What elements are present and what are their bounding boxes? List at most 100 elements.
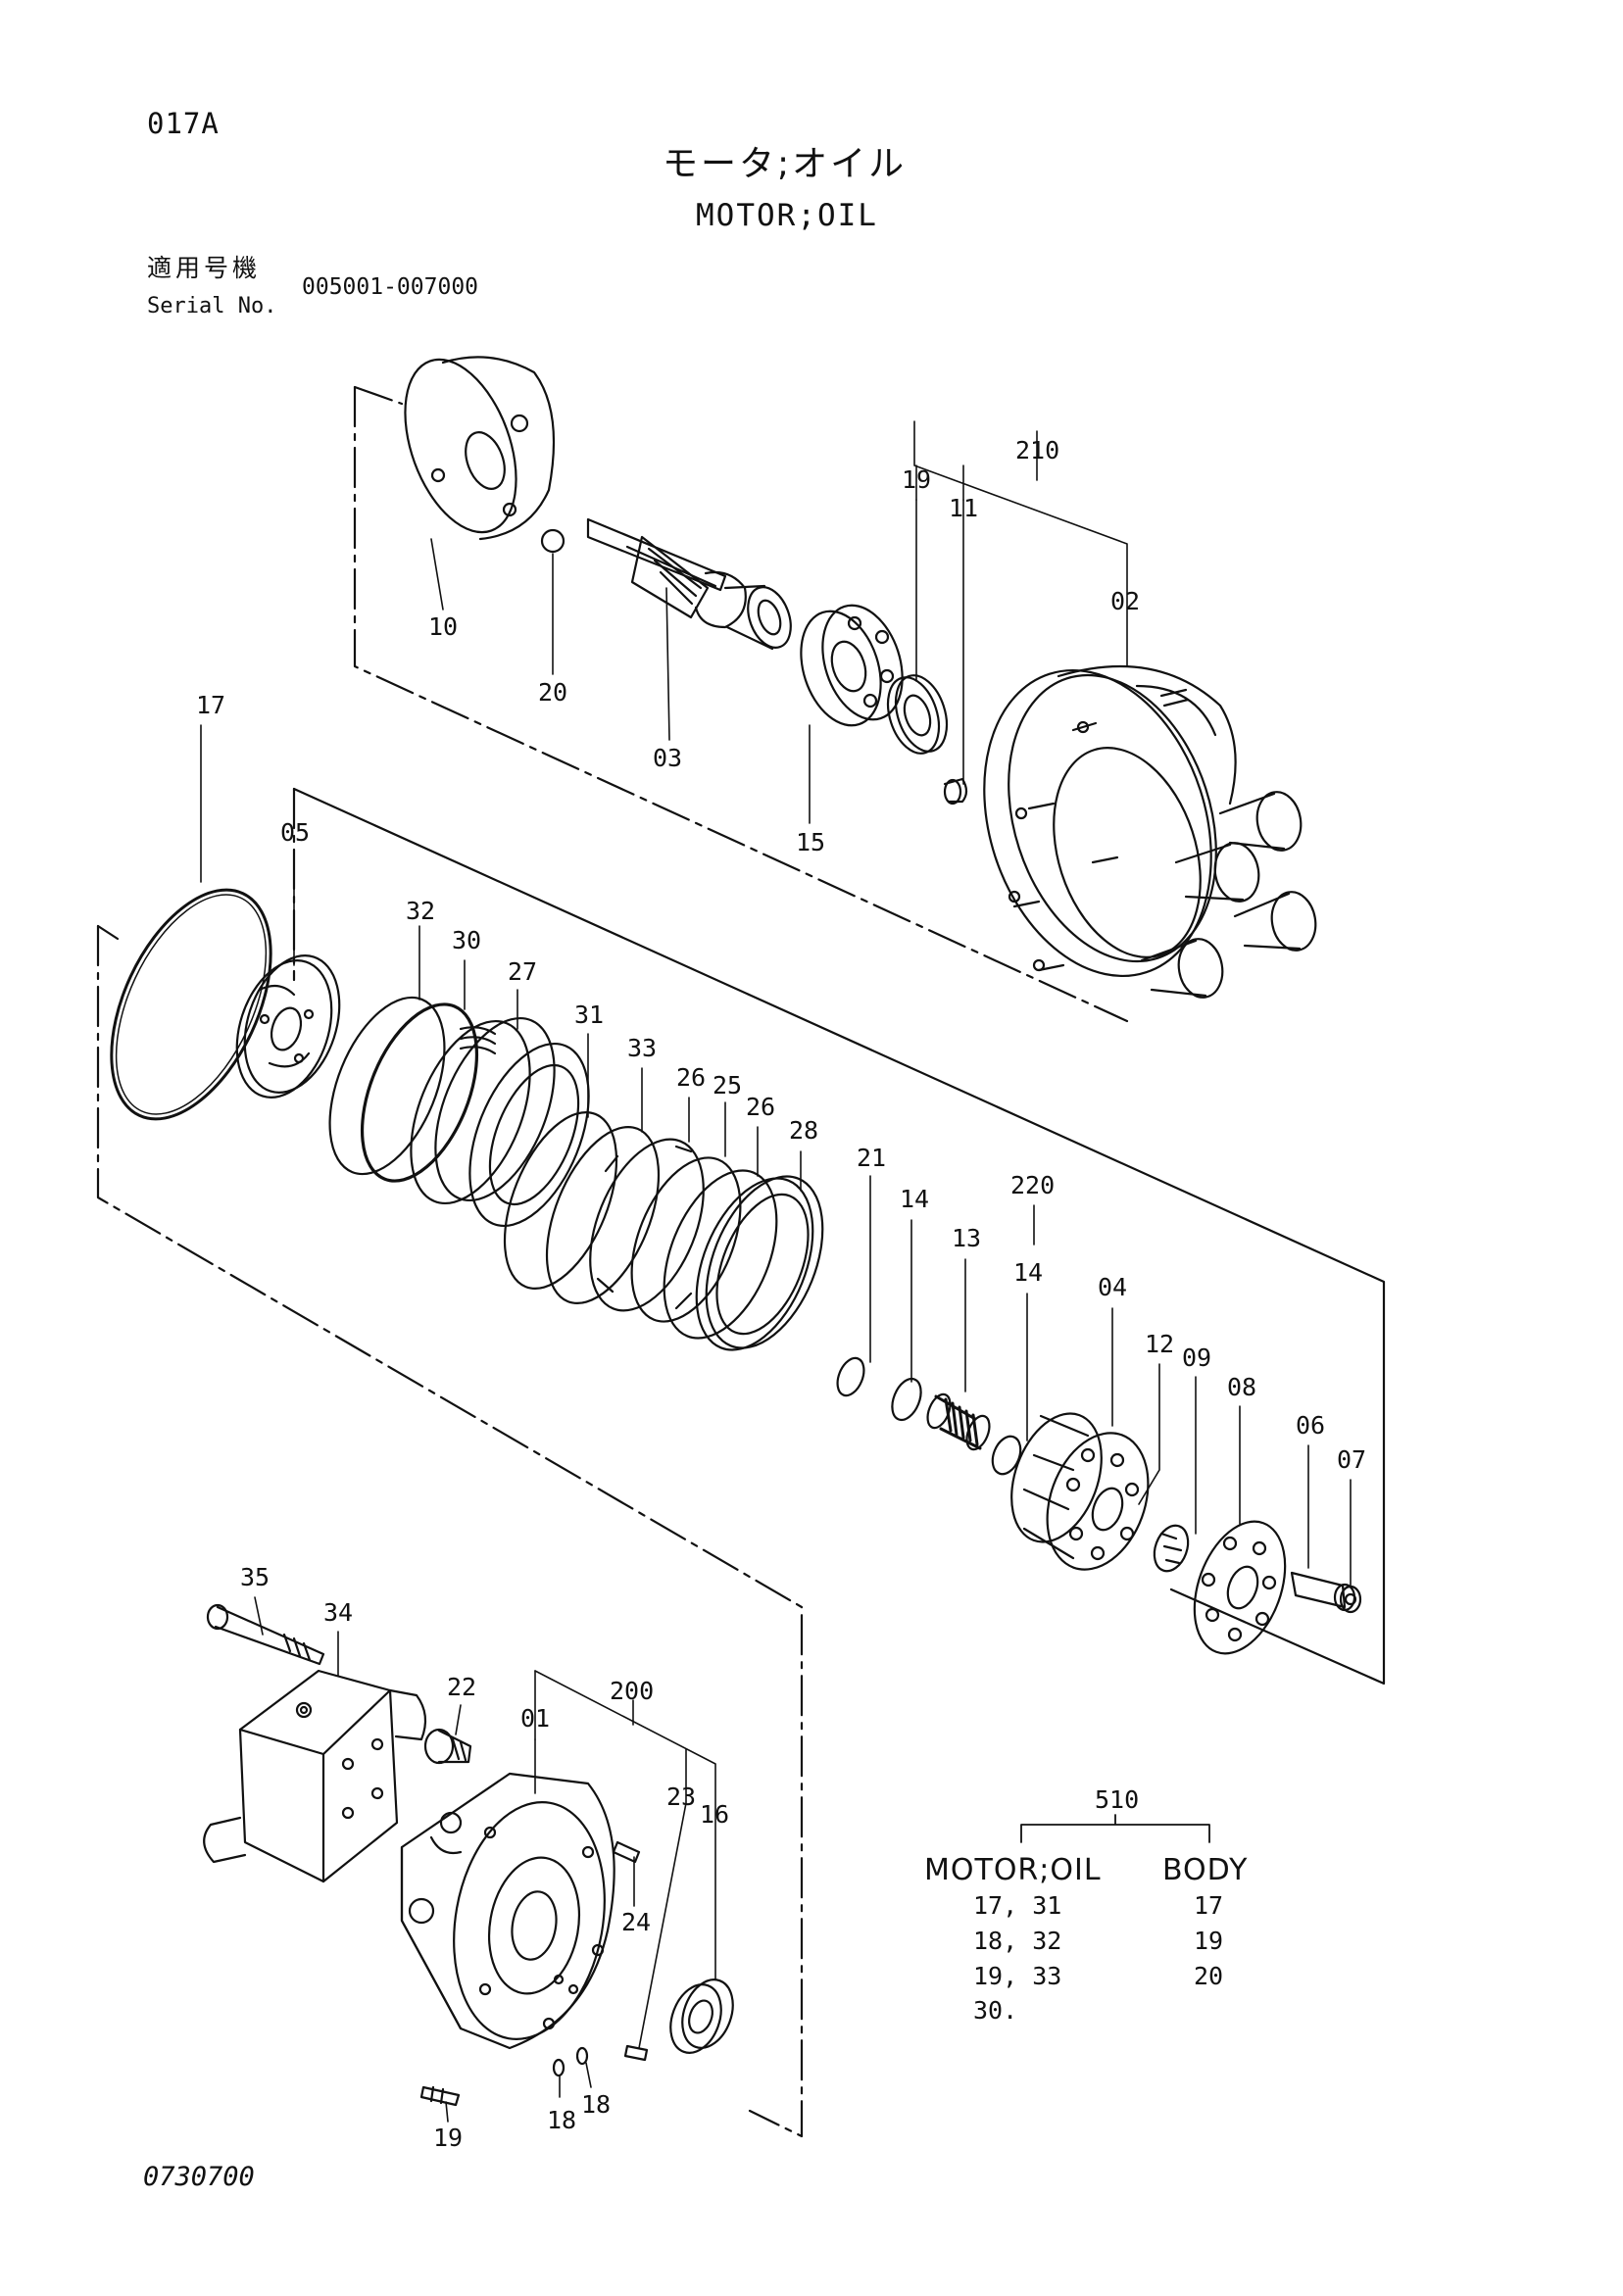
callout-18-b: 18: [581, 2090, 611, 2119]
callout-31: 31: [574, 1001, 604, 1029]
part-35-bolt: [206, 1603, 325, 1666]
callout-220: 220: [1010, 1171, 1055, 1199]
callout-30: 30: [452, 926, 481, 954]
callout-24: 24: [621, 1908, 651, 1936]
leader-lines: [200, 420, 1352, 2123]
callout-11: 11: [949, 494, 978, 522]
part-33-ring: [545, 1126, 661, 1304]
callout-26-b: 26: [746, 1093, 775, 1121]
part-22-bolt: [423, 1728, 472, 1765]
part-14-washer-b: [991, 1435, 1022, 1476]
part-26-plate-a: [589, 1138, 705, 1312]
part-31-ring: [503, 1111, 618, 1290]
callout-20: 20: [538, 678, 567, 707]
callout-210: 210: [1015, 436, 1059, 464]
part-26-plate-b: [663, 1169, 778, 1340]
part-15-bearing: [800, 604, 904, 727]
callout-26-a: 26: [676, 1063, 706, 1092]
callout-25: 25: [713, 1071, 742, 1099]
title-english: MOTOR;OIL: [696, 198, 878, 233]
callout-18-a: 18: [547, 2106, 576, 2134]
callout-14-a: 14: [900, 1185, 929, 1213]
callout-04: 04: [1098, 1273, 1127, 1301]
part-08-shoe-plate: [1193, 1520, 1287, 1655]
callout-02: 02: [1110, 587, 1140, 615]
callout-21: 21: [857, 1144, 886, 1172]
kit-col2-header: BODY: [1162, 1853, 1248, 1887]
callout-28: 28: [789, 1116, 818, 1145]
callout-10: 10: [428, 612, 458, 641]
kit-row-2-col2: 19: [1194, 1927, 1223, 1955]
assembly-boundary-lower: [96, 924, 804, 2138]
kit-row-4-col1: 30.: [973, 1996, 1017, 2025]
part-17-o-ring: [110, 888, 272, 1121]
kit-row-2-col1: 18, 32: [973, 1927, 1061, 1955]
part-16-bearing: [669, 1978, 734, 2054]
kit-row-3-col1: 19, 33: [973, 1962, 1061, 1990]
part-18-o-ring-b: [575, 2046, 589, 2066]
part-30-ring: [360, 1002, 479, 1183]
kit-group-number: 510: [1095, 1785, 1139, 1814]
callout-12: 12: [1145, 1330, 1174, 1358]
part-09-bushing: [1153, 1524, 1190, 1573]
part-25-plate: [630, 1156, 742, 1323]
assembly-boundary-top: [353, 385, 1129, 1023]
callout-23: 23: [666, 1783, 696, 1811]
part-24-pin: [612, 1840, 641, 1864]
callout-22: 22: [447, 1673, 476, 1701]
part-01-valve-casing: [400, 1772, 615, 2050]
callout-03: 03: [653, 744, 682, 772]
callout-01: 01: [520, 1704, 550, 1733]
kit-table-bracket: [1020, 1814, 1210, 1843]
part-23-pin: [623, 2044, 649, 2062]
callout-15: 15: [796, 828, 825, 856]
part-14-washer-a: [891, 1377, 922, 1422]
serial-range: 005001-007000: [302, 274, 479, 300]
callout-19-bottom: 19: [433, 2124, 463, 2152]
kit-col1-header: MOTOR;OIL: [924, 1853, 1102, 1887]
kit-row-1-col1: 17, 31: [973, 1891, 1061, 1920]
callout-16: 16: [700, 1800, 729, 1829]
serial-label-english: Serial No.: [147, 294, 277, 318]
callout-09: 09: [1182, 1343, 1211, 1372]
document-code: 0730700: [143, 2162, 255, 2192]
part-02-housing: [983, 664, 1317, 999]
part-32-ring: [328, 996, 446, 1176]
callout-05: 05: [280, 818, 310, 847]
assembly-boundary-middle: [292, 787, 1386, 1685]
kit-row-3-col2: 20: [1194, 1962, 1223, 1990]
callout-19-top: 19: [902, 465, 931, 494]
part-10-plate: [404, 356, 556, 541]
serial-label-japanese: 適用号機: [147, 254, 262, 282]
callout-13: 13: [952, 1224, 981, 1252]
callout-17: 17: [196, 691, 225, 719]
part-19-seal: [886, 674, 949, 755]
callout-06: 06: [1296, 1411, 1325, 1440]
part-05-valve-plate: [235, 954, 341, 1099]
callout-32: 32: [406, 897, 435, 925]
kit-row-1-col2: 17: [1194, 1891, 1223, 1920]
part-13-spring: [926, 1392, 991, 1451]
callout-200: 200: [610, 1677, 654, 1705]
part-28-plate: [695, 1175, 824, 1351]
part-11-plug: [943, 777, 968, 806]
callout-35: 35: [240, 1563, 270, 1591]
part-18-o-ring-a: [552, 2058, 566, 2077]
callout-07: 07: [1337, 1445, 1366, 1474]
callout-08: 08: [1227, 1373, 1256, 1401]
callout-labels: 10 20 03 15 19 11 210 02 17 05 32 30 27 …: [196, 436, 1366, 2152]
title-japanese: モータ;オイル: [663, 144, 908, 184]
callout-33: 33: [627, 1034, 657, 1062]
part-04-cylinder-block: [1010, 1412, 1150, 1571]
part-03-shaft: [586, 517, 792, 651]
part-21-snap-ring: [836, 1356, 865, 1397]
part-19-plug: [419, 2085, 461, 2107]
callout-14-b: 14: [1013, 1258, 1043, 1287]
part-27-piston: [410, 1016, 590, 1228]
callout-34: 34: [323, 1598, 353, 1627]
part-20-ball: [540, 528, 566, 554]
kit-table: 510 MOTOR;OIL BODY 17, 31 17 18, 32 19 1…: [924, 1785, 1248, 2025]
part-34-valve-block: [203, 1669, 427, 1883]
callout-27: 27: [508, 957, 537, 986]
